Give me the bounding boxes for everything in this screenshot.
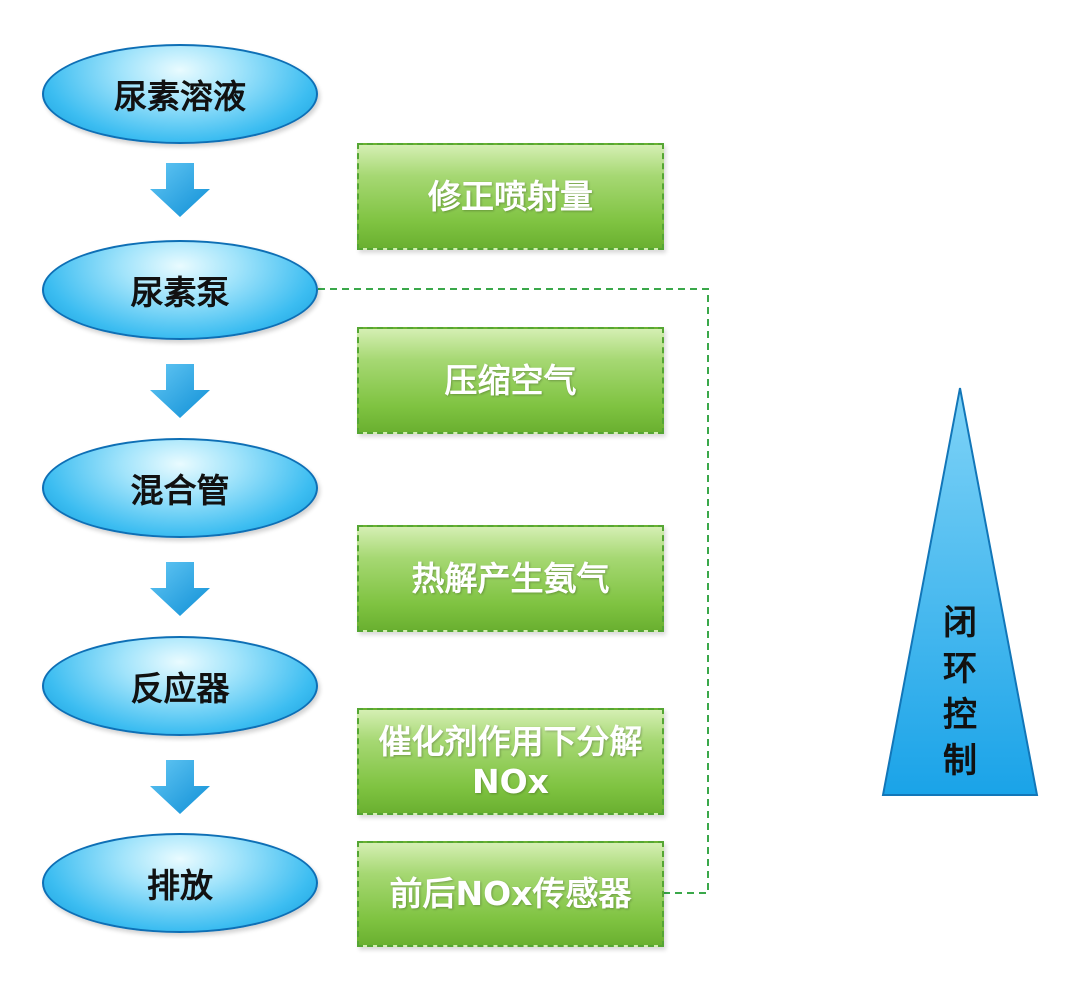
note-compressed-air: 压缩空气 bbox=[357, 327, 664, 434]
flow-step-reactor: 反应器 bbox=[42, 636, 318, 736]
note-nox-sensors: 前后NOx传感器 bbox=[357, 841, 664, 947]
down-arrow-icon bbox=[150, 364, 210, 418]
closed-loop-char: 控 bbox=[943, 695, 977, 735]
feedback-loop-line bbox=[318, 288, 709, 894]
closed-loop-char: 制 bbox=[943, 741, 977, 781]
flow-step-urea-pump: 尿素泵 bbox=[42, 240, 318, 340]
note-catalytic-nox-decomposition: 催化剂作用下分解NOx bbox=[357, 708, 664, 815]
down-arrow-icon bbox=[150, 760, 210, 814]
flow-step-exhaust: 排放 bbox=[42, 833, 318, 933]
flow-step-urea-solution: 尿素溶液 bbox=[42, 44, 318, 144]
closed-loop-label: 闭 环 控 制 bbox=[925, 600, 995, 784]
closed-loop-triangle bbox=[881, 387, 1039, 796]
note-pyrolysis-ammonia: 热解产生氨气 bbox=[357, 525, 664, 632]
down-arrow-icon bbox=[150, 163, 210, 217]
down-arrow-icon bbox=[150, 562, 210, 616]
note-injection-correction: 修正喷射量 bbox=[357, 143, 664, 250]
closed-loop-char: 环 bbox=[943, 649, 977, 689]
flow-step-mixing-tube: 混合管 bbox=[42, 438, 318, 538]
closed-loop-char: 闭 bbox=[943, 603, 977, 643]
